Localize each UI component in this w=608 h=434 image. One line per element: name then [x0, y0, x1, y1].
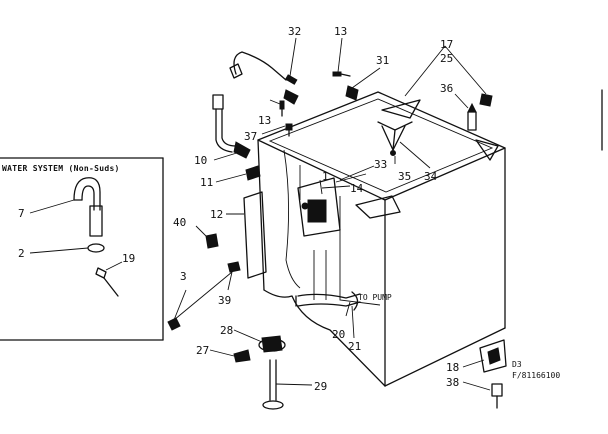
- callout-36: 36: [440, 82, 453, 95]
- leveling-leg: [233, 335, 286, 410]
- callout-18: 18: [446, 361, 459, 374]
- cabinet: [257, 91, 506, 387]
- callout-12: 12: [210, 208, 223, 221]
- cabinet-left-edge: [257, 139, 265, 291]
- callout-17: 17: [440, 38, 453, 51]
- part-17: [479, 93, 493, 107]
- callout-labels: 32 13 31 17 25 36 13 37 33 1 14 35 34 10…: [18, 25, 560, 393]
- callout-13-top: 13: [334, 25, 347, 38]
- wire-harness: [229, 51, 298, 85]
- callout-19: 19: [122, 252, 135, 265]
- callout-39: 39: [218, 294, 231, 307]
- screws: [279, 71, 359, 137]
- clip-part: [245, 165, 261, 181]
- callout-21: 21: [348, 340, 361, 353]
- callout-13: 13: [258, 114, 271, 127]
- to-pump-label: TO PUMP: [358, 293, 392, 302]
- callout-40: 40: [173, 216, 186, 229]
- callout-2: 2: [18, 247, 25, 260]
- ref-code: D3: [512, 360, 522, 369]
- callout-14: 14: [350, 182, 364, 195]
- bolt-39-part: [227, 261, 241, 273]
- hose-part: [89, 205, 103, 237]
- figure-id: F/81166100: [512, 371, 560, 380]
- callout-1: 1: [322, 170, 329, 183]
- callout-27: 27: [196, 344, 209, 357]
- clip-40-part: [205, 233, 219, 249]
- water-system-inset: WATER SYSTEM (Non-Suds): [0, 157, 181, 341]
- cabinet-left-bottom: [263, 289, 386, 387]
- stand-pipe: [212, 94, 251, 159]
- suspension-tripod: [377, 121, 413, 156]
- callout-38: 38: [446, 376, 459, 389]
- callout-3: 3: [180, 270, 187, 283]
- callout-37: 37: [244, 130, 257, 143]
- callout-31: 31: [376, 54, 389, 67]
- callout-34: 34: [424, 170, 438, 183]
- drain-hose: TO PUMP: [295, 291, 392, 311]
- cabinet-top: [257, 91, 506, 201]
- callout-25: 25: [440, 52, 453, 65]
- clamp-part: [87, 243, 105, 253]
- rear-bracket: [479, 339, 507, 409]
- fitting-tube: [103, 277, 119, 297]
- fitting-end-part: [167, 317, 181, 331]
- callout-35: 35: [398, 170, 411, 183]
- fitting-part: [95, 267, 107, 279]
- cabinet-bottom-front: [384, 327, 506, 387]
- leader-lines: [29, 37, 491, 391]
- callout-33: 33: [374, 158, 387, 171]
- callout-11: 11: [200, 176, 213, 189]
- callout-10: 10: [194, 154, 207, 167]
- side-panel: [243, 191, 267, 279]
- callout-28: 28: [220, 324, 233, 337]
- part-36: [467, 111, 477, 131]
- inset-title: WATER SYSTEM (Non-Suds): [2, 164, 120, 173]
- callout-32: 32: [288, 25, 301, 38]
- hose-elbow-part: [73, 177, 101, 211]
- callout-29: 29: [314, 380, 327, 393]
- motor-mount: [297, 177, 341, 237]
- callout-7: 7: [18, 207, 25, 220]
- hose-elbow-inner: [81, 185, 95, 211]
- callout-20: 20: [332, 328, 345, 341]
